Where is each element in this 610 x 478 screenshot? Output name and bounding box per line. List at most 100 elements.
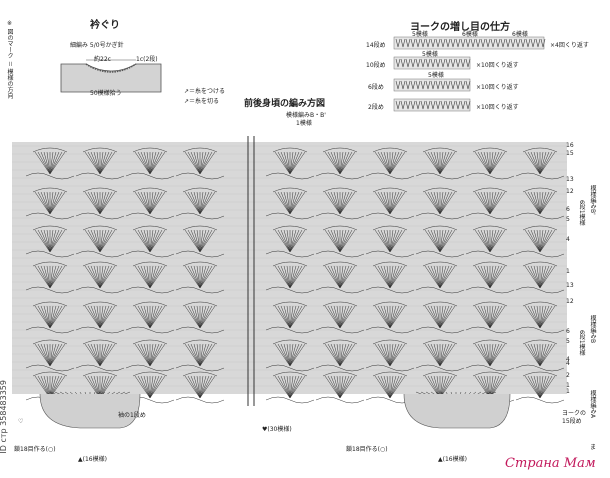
stitch-fan xyxy=(125,147,175,180)
yoke-row-14-repeat: ×4回くり返す xyxy=(550,42,589,49)
collar-title: 衿ぐり xyxy=(90,20,120,31)
stitch-fan xyxy=(125,225,175,258)
row-number: 5 xyxy=(566,338,570,345)
watermark: Страна Мам xyxy=(505,456,596,471)
increase-mark xyxy=(435,38,441,48)
increase-mark xyxy=(430,38,436,48)
stitch-fan xyxy=(75,261,125,294)
increase-mark xyxy=(425,80,431,90)
increase-mark xyxy=(440,80,446,90)
stitch-fan xyxy=(175,339,225,372)
stitch-fan xyxy=(365,225,415,258)
yoke-row-14-label: 14段め xyxy=(366,42,386,49)
increase-mark xyxy=(395,100,401,110)
stitch-fan xyxy=(125,261,175,294)
stitch-fan xyxy=(465,225,515,258)
stitch-fan xyxy=(415,339,465,372)
increase-mark xyxy=(400,58,406,68)
stitch-fan xyxy=(415,225,465,258)
increase-mark xyxy=(410,58,416,68)
stitch-fan xyxy=(315,147,365,180)
increase-mark xyxy=(485,38,491,48)
increase-mark xyxy=(440,38,446,48)
increase-mark xyxy=(425,100,431,110)
yoke-diagram xyxy=(393,36,546,112)
yoke-title: ヨークの増し目の仕方 xyxy=(410,22,510,33)
stitch-fan xyxy=(365,339,415,372)
stitch-fan xyxy=(265,371,315,404)
yoke-row-10-pattern: 5模様 xyxy=(422,51,438,58)
increase-mark xyxy=(400,100,406,110)
increase-mark xyxy=(415,38,421,48)
increase-mark xyxy=(420,100,426,110)
increase-mark xyxy=(460,100,466,110)
stitch-fan xyxy=(415,187,465,220)
stitch-fan xyxy=(175,371,225,404)
stitch-fan xyxy=(415,147,465,180)
row-number: 15 xyxy=(566,150,574,157)
triangle-icon: ▲ xyxy=(78,456,83,463)
row-number: 4 xyxy=(566,236,570,243)
row-number: 5 xyxy=(566,216,570,223)
center-note-line1: 模様編みB・B' xyxy=(286,112,326,119)
increase-mark xyxy=(540,38,546,48)
increase-mark xyxy=(495,38,501,48)
increase-mark xyxy=(480,38,486,48)
left-arrow-label: ▲(16模様) xyxy=(78,456,107,463)
increase-mark xyxy=(445,58,451,68)
stitch-fan xyxy=(365,301,415,334)
heart-label: ♥(30模様) xyxy=(262,426,292,433)
yoke-row-2-repeat: ×10回くり返す xyxy=(476,104,519,111)
label-pattern-b: 模様編みB xyxy=(589,315,596,344)
increase-mark xyxy=(500,38,506,48)
right-arrow-label: ▲(16模様) xyxy=(438,456,467,463)
center-note-line2: 1模様 xyxy=(296,120,312,127)
stitch-fan xyxy=(465,261,515,294)
increase-mark xyxy=(395,38,401,48)
stitch-fan xyxy=(75,301,125,334)
increase-mark xyxy=(450,38,456,48)
increase-mark xyxy=(440,58,446,68)
label-pattern-a: 模様編みA xyxy=(589,390,596,419)
increase-mark xyxy=(440,100,446,110)
yoke-row-2-label: 2段め xyxy=(368,104,384,111)
label-yoke-row: 15段め xyxy=(562,418,582,425)
increase-mark xyxy=(460,38,466,48)
increase-mark xyxy=(465,100,471,110)
increase-mark xyxy=(475,38,481,48)
increase-mark xyxy=(435,100,441,110)
stitch-fan xyxy=(515,371,565,404)
label-6-rows-1: 6段1模様 xyxy=(578,200,585,226)
heart-icon: ♥ xyxy=(262,426,268,433)
increase-mark xyxy=(470,38,476,48)
row-number: 2 xyxy=(566,372,570,379)
increase-mark xyxy=(455,58,461,68)
increase-mark xyxy=(420,80,426,90)
increase-mark xyxy=(505,38,511,48)
yoke-row-14-pattern-c: 6模様 xyxy=(512,31,528,38)
stitch-fan xyxy=(465,187,515,220)
yoke-row-10-label: 10段め xyxy=(366,62,386,69)
stitch-fan xyxy=(125,339,175,372)
collar-width-label: 約22c xyxy=(94,56,111,63)
increase-mark xyxy=(405,58,411,68)
stitch-fan xyxy=(515,301,565,334)
stitch-fan xyxy=(315,225,365,258)
increase-mark xyxy=(435,58,441,68)
start-left-label: 鎖18目作る(○) xyxy=(14,446,56,453)
increase-mark xyxy=(415,80,421,90)
yoke-row-6-repeat: ×10回くり返す xyxy=(476,84,519,91)
stitch-fan xyxy=(125,371,175,404)
stitch-fan xyxy=(25,261,75,294)
cut-icon: ↗ xyxy=(184,98,190,105)
row-number: 4 xyxy=(566,360,570,367)
increase-mark xyxy=(405,38,411,48)
stitch-fan xyxy=(265,301,315,334)
side-id: ID стр 358483359 xyxy=(0,380,8,454)
row-number: 4 xyxy=(566,356,570,363)
triangle-icon: ▲ xyxy=(438,456,443,463)
yoke-row-6-pattern: 5模様 xyxy=(428,72,444,79)
increase-mark xyxy=(430,58,436,68)
stitch-fan xyxy=(415,261,465,294)
stitch-fan xyxy=(365,187,415,220)
